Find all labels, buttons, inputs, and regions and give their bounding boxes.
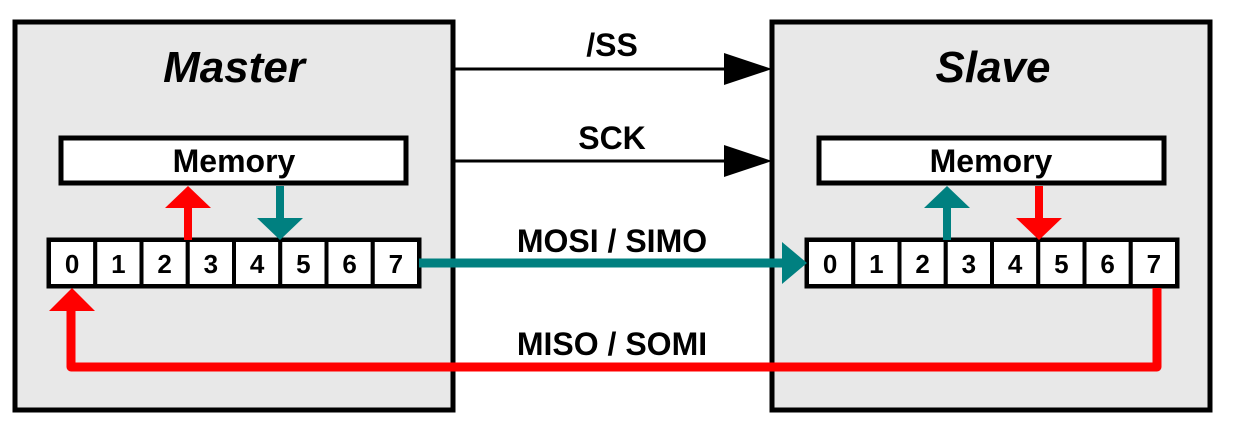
slave-mosi-to-memory-arrow bbox=[924, 186, 970, 240]
slave-bit-label: 6 bbox=[1100, 249, 1114, 279]
master-box bbox=[12, 19, 456, 413]
master-shift-register: 0 1 2 3 4 5 6 7 bbox=[46, 237, 422, 289]
master-bit-label: 5 bbox=[296, 249, 310, 279]
ss-label: /SS bbox=[586, 27, 638, 63]
mosi-signal: MOSI / SIMO bbox=[419, 223, 807, 284]
master-title: Master bbox=[163, 43, 308, 92]
slave-bit-cell: 1 bbox=[851, 238, 902, 288]
sck-label: SCK bbox=[578, 120, 646, 156]
master-bit-cell: 2 bbox=[139, 238, 190, 288]
slave-bit-cell: 7 bbox=[1128, 238, 1179, 288]
master-device: Master Memory 0 1 2 3 4 5 6 7 bbox=[12, 19, 456, 413]
slave-memory-to-register-arrow bbox=[1016, 186, 1062, 240]
slave-memory-label: Memory bbox=[930, 143, 1053, 179]
slave-device: Slave Memory 0 1 2 3 4 5 6 7 bbox=[769, 19, 1213, 413]
slave-bit-cell: 4 bbox=[990, 238, 1041, 288]
slave-memory-box bbox=[816, 135, 1167, 186]
miso-arrowhead bbox=[49, 288, 95, 311]
master-bit-label: 4 bbox=[250, 249, 265, 279]
master-bit-box bbox=[232, 238, 283, 288]
slave-bit-cell: 2 bbox=[897, 238, 948, 288]
master-bit-cell: 4 bbox=[232, 238, 283, 288]
master-bit-cell: 1 bbox=[93, 238, 144, 288]
slave-bit-label: 2 bbox=[915, 249, 929, 279]
master-bit-label: 0 bbox=[65, 249, 79, 279]
miso-line bbox=[66, 288, 1162, 372]
master-bit-cell: 6 bbox=[324, 238, 375, 288]
master-bit-cell: 3 bbox=[185, 238, 236, 288]
sck-arrowhead bbox=[724, 145, 772, 177]
slave-bit-cell: 3 bbox=[943, 238, 994, 288]
master-bit-label: 7 bbox=[389, 249, 403, 279]
slave-bit-label: 0 bbox=[823, 249, 837, 279]
master-bit-box bbox=[324, 238, 375, 288]
master-bit-cell: 0 bbox=[47, 238, 98, 288]
mosi-label: MOSI / SIMO bbox=[517, 223, 707, 259]
slave-bit-cell: 6 bbox=[1082, 238, 1133, 288]
slave-bit-box bbox=[990, 238, 1041, 288]
slave-bit-cell: 5 bbox=[1036, 238, 1087, 288]
slave-title: Slave bbox=[936, 43, 1051, 92]
sck-signal: SCK bbox=[453, 120, 772, 177]
master-memory-box bbox=[58, 135, 409, 186]
mosi-arrowhead bbox=[782, 242, 807, 284]
slave-box bbox=[769, 19, 1213, 413]
master-bit-label: 3 bbox=[204, 249, 218, 279]
slave-shift-register: 0 1 2 3 4 5 6 7 bbox=[804, 237, 1180, 289]
master-miso-to-memory-arrow bbox=[165, 186, 211, 240]
slave-bit-cell: 0 bbox=[805, 238, 856, 288]
master-bit-cell: 5 bbox=[278, 238, 329, 288]
master-memory-label: Memory bbox=[173, 143, 296, 179]
miso-signal: MISO / SOMI bbox=[49, 288, 1162, 372]
ss-signal: /SS bbox=[453, 27, 772, 85]
slave-bit-label: 7 bbox=[1147, 249, 1161, 279]
miso-label: MISO / SOMI bbox=[517, 326, 707, 362]
slave-bit-box bbox=[1128, 238, 1179, 288]
master-bit-label: 1 bbox=[111, 249, 125, 279]
master-bit-label: 2 bbox=[157, 249, 171, 279]
ss-arrowhead bbox=[724, 53, 772, 85]
master-bit-box bbox=[278, 238, 329, 288]
master-bit-box bbox=[93, 238, 144, 288]
master-memory-to-register-arrow bbox=[257, 186, 303, 240]
slave-bit-box bbox=[1082, 238, 1133, 288]
slave-bit-label: 3 bbox=[962, 249, 976, 279]
master-bit-cell: 7 bbox=[370, 238, 421, 288]
master-bit-label: 6 bbox=[342, 249, 356, 279]
slave-bit-label: 4 bbox=[1008, 249, 1023, 279]
slave-bit-label: 1 bbox=[869, 249, 883, 279]
slave-bit-label: 5 bbox=[1054, 249, 1068, 279]
